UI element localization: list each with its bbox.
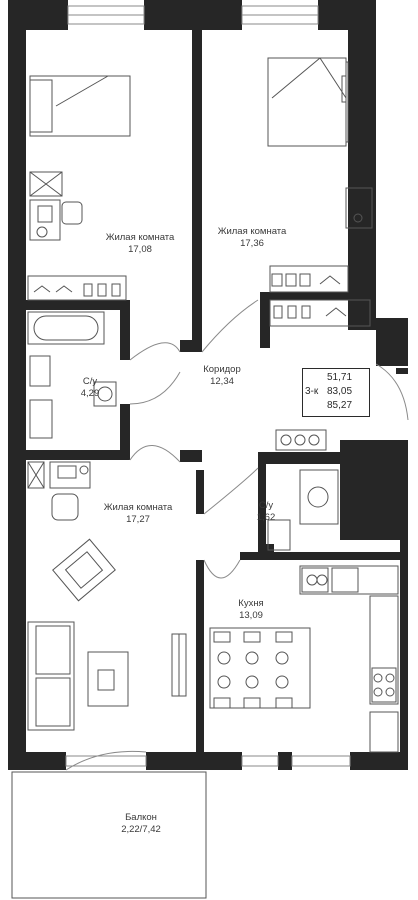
room-balcony-area: 2,22/7,42 xyxy=(121,824,161,835)
room-living1-label: Жилая комната 17,08 xyxy=(98,232,182,256)
balcony-outline xyxy=(11,771,207,899)
bed-1 xyxy=(29,75,131,137)
room-living1-area: 17,08 xyxy=(128,244,152,255)
room-kitchen-label: Кухня 13,09 xyxy=(226,598,276,622)
room-corridor-area: 12,34 xyxy=(210,376,234,387)
room-corridor-label: Коридор 12,34 xyxy=(192,364,252,388)
door-swings xyxy=(65,299,409,771)
bath2-fixtures xyxy=(267,469,339,551)
armchair xyxy=(52,538,116,602)
room-kitchen-area: 13,09 xyxy=(239,610,263,621)
sofa xyxy=(27,621,75,731)
coffee-table xyxy=(87,651,129,707)
walls xyxy=(8,0,408,770)
wardrobe-1 xyxy=(27,275,127,301)
apartment-type: 3-к xyxy=(305,386,319,397)
room-living2-area: 17,36 xyxy=(240,238,264,249)
bathtub xyxy=(27,311,117,439)
lamp-2 xyxy=(345,187,373,229)
desk-3 xyxy=(27,461,91,521)
tv-stand xyxy=(171,633,187,697)
room-balcony-name: Балкон xyxy=(125,812,157,823)
windows xyxy=(65,5,351,767)
room-living3-area: 17,27 xyxy=(126,514,150,525)
room-bath1-name: С/у xyxy=(82,376,98,387)
room-living2-label: Жилая комната 17,36 xyxy=(210,226,294,250)
room-balcony-label: Балкон 2,22/7,42 xyxy=(106,812,176,836)
kitchen-counter xyxy=(299,565,399,753)
room-bath1-area: 4,29 xyxy=(80,388,100,399)
bed-2 xyxy=(267,57,349,147)
wardrobe-2 xyxy=(269,265,371,327)
room-living1-name: Жилая комната xyxy=(105,232,175,243)
room-bath2-area: 1,62 xyxy=(256,512,276,523)
total-area-value: 83,05 xyxy=(327,386,353,397)
room-bath1-label: С/у 4,29 xyxy=(70,376,110,400)
living-area-value: 51,71 xyxy=(327,372,353,383)
area-values: 51,71 83,05 85,27 xyxy=(327,371,352,413)
room-living3-name: Жилая комната xyxy=(103,502,173,513)
room-kitchen-name: Кухня xyxy=(238,598,264,609)
room-living3-label: Жилая комната 17,27 xyxy=(96,502,180,526)
shoe-rack xyxy=(275,429,327,451)
dining-table xyxy=(209,627,311,709)
room-bath2-label: С/у 1,62 xyxy=(246,500,286,524)
room-living2-name: Жилая комната xyxy=(217,226,287,237)
total-with-balcony-value: 85,27 xyxy=(327,400,353,411)
area-summary-box: 3-к 51,71 83,05 85,27 xyxy=(302,368,370,417)
desk-1 xyxy=(29,171,83,241)
room-bath2-name: С/у xyxy=(258,500,274,511)
room-corridor-name: Коридор xyxy=(203,364,241,375)
